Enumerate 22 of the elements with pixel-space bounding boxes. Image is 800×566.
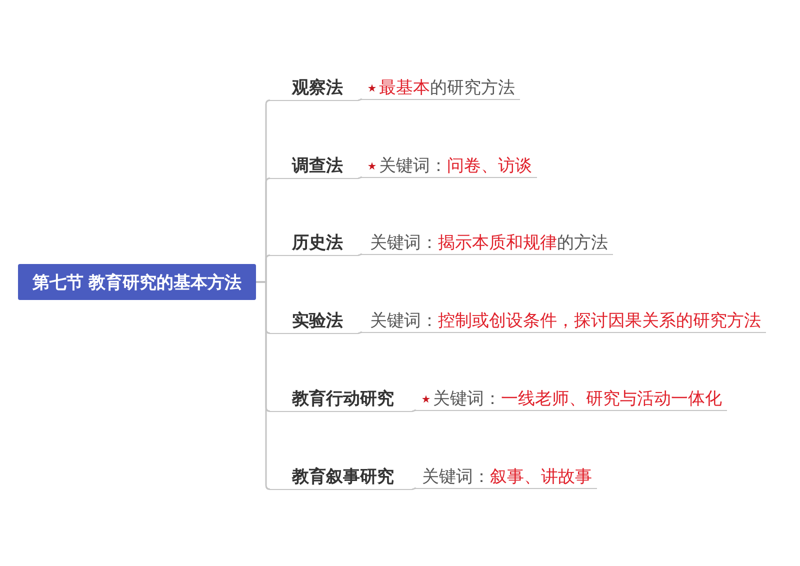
- connector-line: [412, 410, 416, 412]
- connector-line: [358, 332, 362, 334]
- underlined-topic: 教育叙事研究: [270, 466, 412, 490]
- note-text: 关键词：一线老师、研究与活动一体化: [433, 388, 722, 410]
- underlined-note: [362, 76, 520, 100]
- connector-line: [358, 254, 362, 256]
- note-text: 关键词：揭示本质和规律的方法: [370, 232, 608, 254]
- underlined-note: [362, 154, 537, 178]
- note-text: 关键词：控制或创设条件，探讨因果关系的研究方法: [370, 310, 761, 332]
- underlined-topic: 调查法: [270, 155, 358, 179]
- note-text: 最基本的研究方法: [379, 76, 515, 98]
- connector-line: [412, 488, 416, 490]
- underlined-topic: 历史法: [270, 232, 358, 256]
- connector-line: [358, 176, 362, 179]
- note-text: 关键词：问卷、访谈: [379, 154, 532, 176]
- root-topic-box: 第七节 教育研究的基本方法: [18, 264, 256, 300]
- note-text: 关键词：叙事、讲故事: [422, 466, 592, 488]
- underlined-topic: 观察法: [270, 77, 358, 101]
- connector-line: [358, 98, 362, 101]
- underlined-topic: 实验法: [270, 310, 358, 334]
- connector-line: [256, 281, 271, 490]
- underlined-topic: 教育行动研究: [270, 388, 412, 412]
